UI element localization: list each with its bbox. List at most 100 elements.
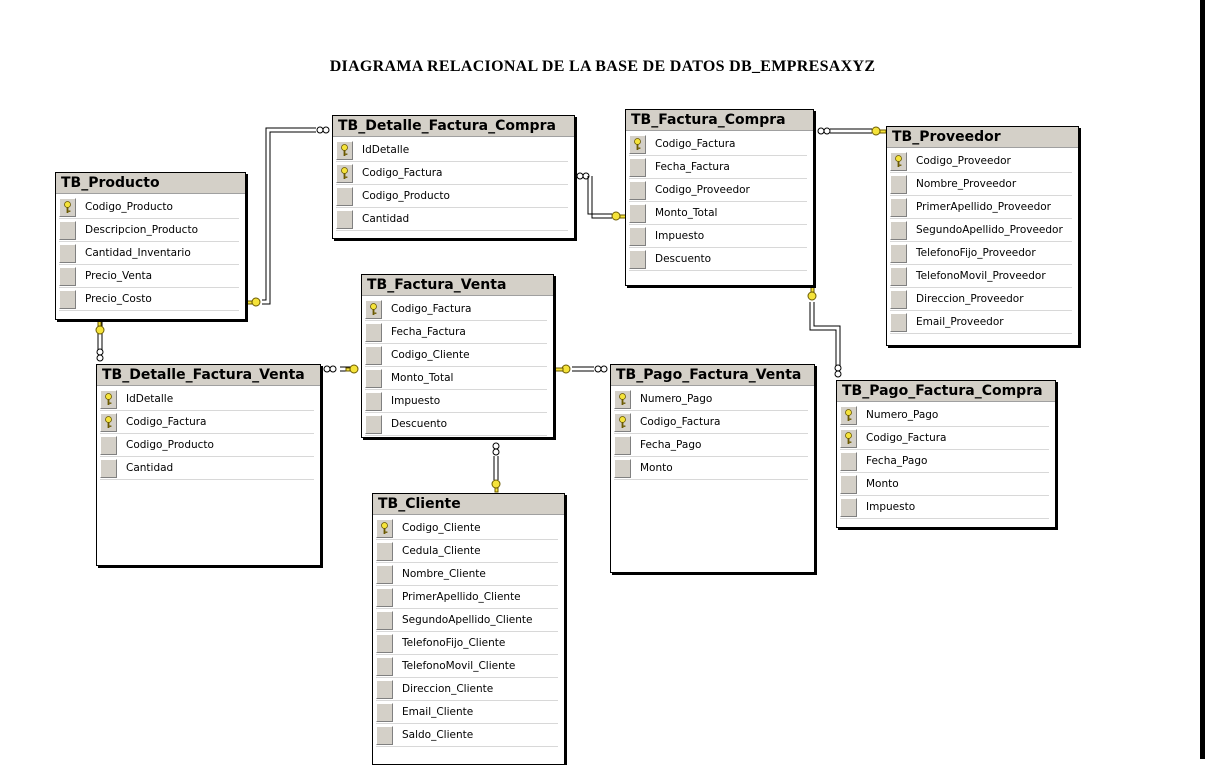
row-selector[interactable] <box>890 174 907 194</box>
row-selector[interactable] <box>336 140 353 160</box>
field-row[interactable]: SegundoApellido_Proveedor <box>890 219 1072 242</box>
row-selector[interactable] <box>890 197 907 217</box>
row-selector[interactable] <box>365 322 382 342</box>
row-selector[interactable] <box>614 389 631 409</box>
row-selector[interactable] <box>890 151 907 171</box>
row-selector[interactable] <box>100 458 117 478</box>
field-row[interactable]: Fecha_Factura <box>365 321 547 344</box>
field-row[interactable]: IdDetalle <box>336 139 568 162</box>
field-row[interactable]: Numero_Pago <box>614 388 808 411</box>
row-selector[interactable] <box>629 180 646 200</box>
field-row[interactable]: Codigo_Factura <box>336 162 568 185</box>
field-row[interactable]: Codigo_Producto <box>59 196 239 219</box>
field-row[interactable]: Nombre_Proveedor <box>890 173 1072 196</box>
row-selector[interactable] <box>840 474 857 494</box>
field-row[interactable]: Monto_Total <box>629 202 807 225</box>
row-selector[interactable] <box>890 312 907 332</box>
row-selector[interactable] <box>59 220 76 240</box>
field-row[interactable]: Cantidad_Inventario <box>59 242 239 265</box>
field-row[interactable]: Direccion_Cliente <box>376 678 558 701</box>
field-row[interactable]: Codigo_Proveedor <box>890 150 1072 173</box>
row-selector[interactable] <box>890 266 907 286</box>
row-selector[interactable] <box>840 405 857 425</box>
field-row[interactable]: Fecha_Factura <box>629 156 807 179</box>
field-row[interactable]: Saldo_Cliente <box>376 724 558 747</box>
row-selector[interactable] <box>365 345 382 365</box>
field-row[interactable]: PrimerApellido_Proveedor <box>890 196 1072 219</box>
field-row[interactable]: SegundoApellido_Cliente <box>376 609 558 632</box>
row-selector[interactable] <box>614 412 631 432</box>
field-row[interactable]: Monto <box>840 473 1049 496</box>
table-header[interactable]: TB_Producto <box>56 173 245 194</box>
row-selector[interactable] <box>840 428 857 448</box>
table-header[interactable]: TB_Factura_Venta <box>362 275 553 296</box>
row-selector[interactable] <box>365 299 382 319</box>
field-row[interactable]: IdDetalle <box>100 388 314 411</box>
row-selector[interactable] <box>376 702 393 722</box>
row-selector[interactable] <box>376 633 393 653</box>
field-row[interactable]: Impuesto <box>840 496 1049 519</box>
row-selector[interactable] <box>629 249 646 269</box>
table-header[interactable]: TB_Detalle_Factura_Compra <box>333 116 574 137</box>
row-selector[interactable] <box>59 243 76 263</box>
field-row[interactable]: Codigo_Factura <box>365 298 547 321</box>
row-selector[interactable] <box>890 243 907 263</box>
field-row[interactable]: Monto_Total <box>365 367 547 390</box>
row-selector[interactable] <box>59 197 76 217</box>
field-row[interactable]: Codigo_Factura <box>614 411 808 434</box>
row-selector[interactable] <box>890 289 907 309</box>
field-row[interactable]: Codigo_Factura <box>100 411 314 434</box>
row-selector[interactable] <box>59 289 76 309</box>
field-row[interactable]: Impuesto <box>365 390 547 413</box>
row-selector[interactable] <box>629 203 646 223</box>
field-row[interactable]: Codigo_Producto <box>100 434 314 457</box>
table-header[interactable]: TB_Cliente <box>373 494 564 515</box>
row-selector[interactable] <box>376 610 393 630</box>
table-header[interactable]: TB_Pago_Factura_Compra <box>837 381 1055 402</box>
table-header[interactable]: TB_Factura_Compra <box>626 110 813 131</box>
field-row[interactable]: Nombre_Cliente <box>376 563 558 586</box>
row-selector[interactable] <box>365 368 382 388</box>
row-selector[interactable] <box>376 679 393 699</box>
field-row[interactable]: TelefonoFijo_Cliente <box>376 632 558 655</box>
row-selector[interactable] <box>376 541 393 561</box>
row-selector[interactable] <box>365 391 382 411</box>
row-selector[interactable] <box>376 587 393 607</box>
table-header[interactable]: TB_Pago_Factura_Venta <box>611 365 814 386</box>
field-row[interactable]: Fecha_Pago <box>614 434 808 457</box>
field-row[interactable]: Email_Proveedor <box>890 311 1072 334</box>
field-row[interactable]: Descuento <box>365 413 547 436</box>
row-selector[interactable] <box>376 564 393 584</box>
field-row[interactable]: Fecha_Pago <box>840 450 1049 473</box>
field-row[interactable]: Cantidad <box>336 208 568 231</box>
field-row[interactable]: Numero_Pago <box>840 404 1049 427</box>
row-selector[interactable] <box>365 414 382 434</box>
field-row[interactable]: Impuesto <box>629 225 807 248</box>
table-header[interactable]: TB_Detalle_Factura_Venta <box>97 365 320 386</box>
row-selector[interactable] <box>840 497 857 517</box>
row-selector[interactable] <box>336 186 353 206</box>
field-row[interactable]: Codigo_Producto <box>336 185 568 208</box>
row-selector[interactable] <box>100 389 117 409</box>
row-selector[interactable] <box>376 725 393 745</box>
row-selector[interactable] <box>376 656 393 676</box>
row-selector[interactable] <box>336 209 353 229</box>
field-row[interactable]: TelefonoMovil_Proveedor <box>890 265 1072 288</box>
row-selector[interactable] <box>629 157 646 177</box>
field-row[interactable]: Precio_Costo <box>59 288 239 311</box>
field-row[interactable]: Descripcion_Producto <box>59 219 239 242</box>
row-selector[interactable] <box>59 266 76 286</box>
field-row[interactable]: Direccion_Proveedor <box>890 288 1072 311</box>
field-row[interactable]: Codigo_Proveedor <box>629 179 807 202</box>
row-selector[interactable] <box>840 451 857 471</box>
row-selector[interactable] <box>629 134 646 154</box>
row-selector[interactable] <box>376 518 393 538</box>
